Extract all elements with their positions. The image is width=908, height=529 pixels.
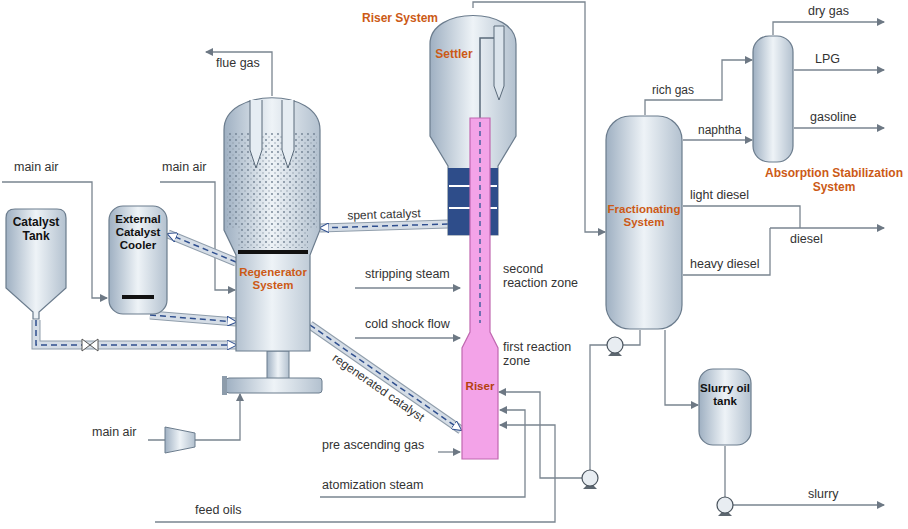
heavy-diesel-line — [683, 228, 770, 275]
connector-stroke — [665, 330, 698, 405]
regenerator-vessel: Regenerator System — [222, 90, 322, 352]
diesel-line — [770, 227, 884, 228]
flue-gas-line — [206, 52, 272, 96]
air-compressor — [165, 427, 195, 453]
edge-label: rich gas — [650, 84, 696, 97]
connector-stroke — [168, 234, 236, 262]
connector-stroke — [150, 315, 236, 322]
air-distributor-pipe — [226, 378, 322, 393]
stream-label: heavy diesel — [690, 257, 760, 271]
light-diesel-line — [683, 206, 800, 228]
node-title: Catalyst Tank — [7, 216, 65, 244]
connector-stroke — [310, 325, 461, 430]
stream-label: LPG — [815, 52, 840, 66]
gasoline-line — [794, 127, 884, 128]
node-title: Regenerator System — [236, 266, 310, 292]
catalyst-pipe — [150, 315, 236, 322]
connector-stroke — [150, 315, 236, 322]
catalyst-tank: Catalyst Tank — [5, 208, 67, 320]
edge-label: spent catalyst — [345, 207, 423, 223]
catalyst-pipe — [168, 234, 236, 262]
absorber-column-outline — [752, 35, 794, 163]
stream-label: second reaction zone — [503, 262, 583, 291]
section-title: Riser System — [362, 12, 438, 26]
pipe-cap — [222, 376, 227, 395]
connector-stroke — [310, 325, 461, 430]
stream-label: gasoline — [810, 110, 857, 124]
stream-label: stripping steam — [365, 267, 450, 281]
cold-shock-line — [355, 337, 460, 338]
regenerator-outlet — [267, 351, 289, 379]
node-title: Fractionating System — [607, 203, 681, 229]
riser-tube: Riser — [461, 118, 499, 460]
catalyst-cooler: External Catalyst Cooler — [108, 205, 168, 315]
stream-label: cold shock flow — [365, 317, 450, 331]
connector-stroke — [320, 224, 448, 228]
stream-label: atomization steam — [322, 478, 423, 492]
stream-label: pre ascending gas — [322, 438, 424, 452]
stream-label: main air — [92, 425, 136, 439]
connector-stroke — [150, 315, 236, 322]
slurry-tank: Slurry oil tank — [698, 368, 752, 446]
riser-tube-outline — [461, 118, 499, 460]
edge-label: naphtha — [696, 124, 743, 137]
node-title: Settler — [431, 48, 477, 62]
stream-label: main air — [162, 160, 206, 174]
stream-label: flue gas — [216, 56, 260, 70]
connector-stroke — [499, 330, 640, 478]
dry-gas-line — [773, 22, 884, 35]
connector-stroke — [168, 234, 236, 262]
stream-label: dry gas — [808, 4, 849, 18]
node-title: External Catalyst Cooler — [110, 213, 166, 253]
connector-stroke — [310, 325, 461, 430]
node-title: Absorption Stabilization System — [765, 167, 903, 195]
stream-label: light diesel — [690, 188, 749, 202]
valve-symbol — [82, 339, 98, 351]
pump-symbol — [582, 470, 598, 489]
connector-stroke — [320, 224, 448, 228]
process-line — [683, 140, 752, 141]
fractionating-column: Fractionating System — [605, 115, 683, 330]
process-line — [645, 60, 752, 115]
connector-stroke — [645, 60, 752, 115]
regenerator-vessel-outline — [222, 90, 322, 352]
pump-symbol — [607, 337, 623, 356]
node-title: Riser — [461, 380, 499, 393]
catalyst-pipe — [320, 224, 448, 228]
edge-label: regenerated catalyst — [328, 351, 428, 426]
absorber-column: Absorption Stabilization System — [752, 35, 794, 163]
connector-stroke — [683, 139, 752, 140]
slurry-line — [725, 446, 884, 505]
connector-stroke — [168, 234, 236, 262]
stream-label: slurry — [808, 487, 839, 501]
stripping-steam-line — [355, 287, 460, 288]
process-line — [499, 330, 640, 478]
process-line — [665, 330, 698, 405]
stream-label: first reaction zone — [503, 340, 583, 369]
pre-lift-gas-line — [438, 451, 460, 452]
catalyst-pipe — [310, 325, 461, 430]
stream-label: main air — [14, 160, 58, 174]
lpg-line — [794, 69, 884, 70]
stream-label: feed oils — [195, 503, 242, 517]
pump-symbol — [717, 497, 733, 516]
node-title: Slurry oil tank — [699, 382, 751, 408]
connector-stroke — [320, 224, 448, 228]
stream-label: diesel — [790, 232, 823, 246]
